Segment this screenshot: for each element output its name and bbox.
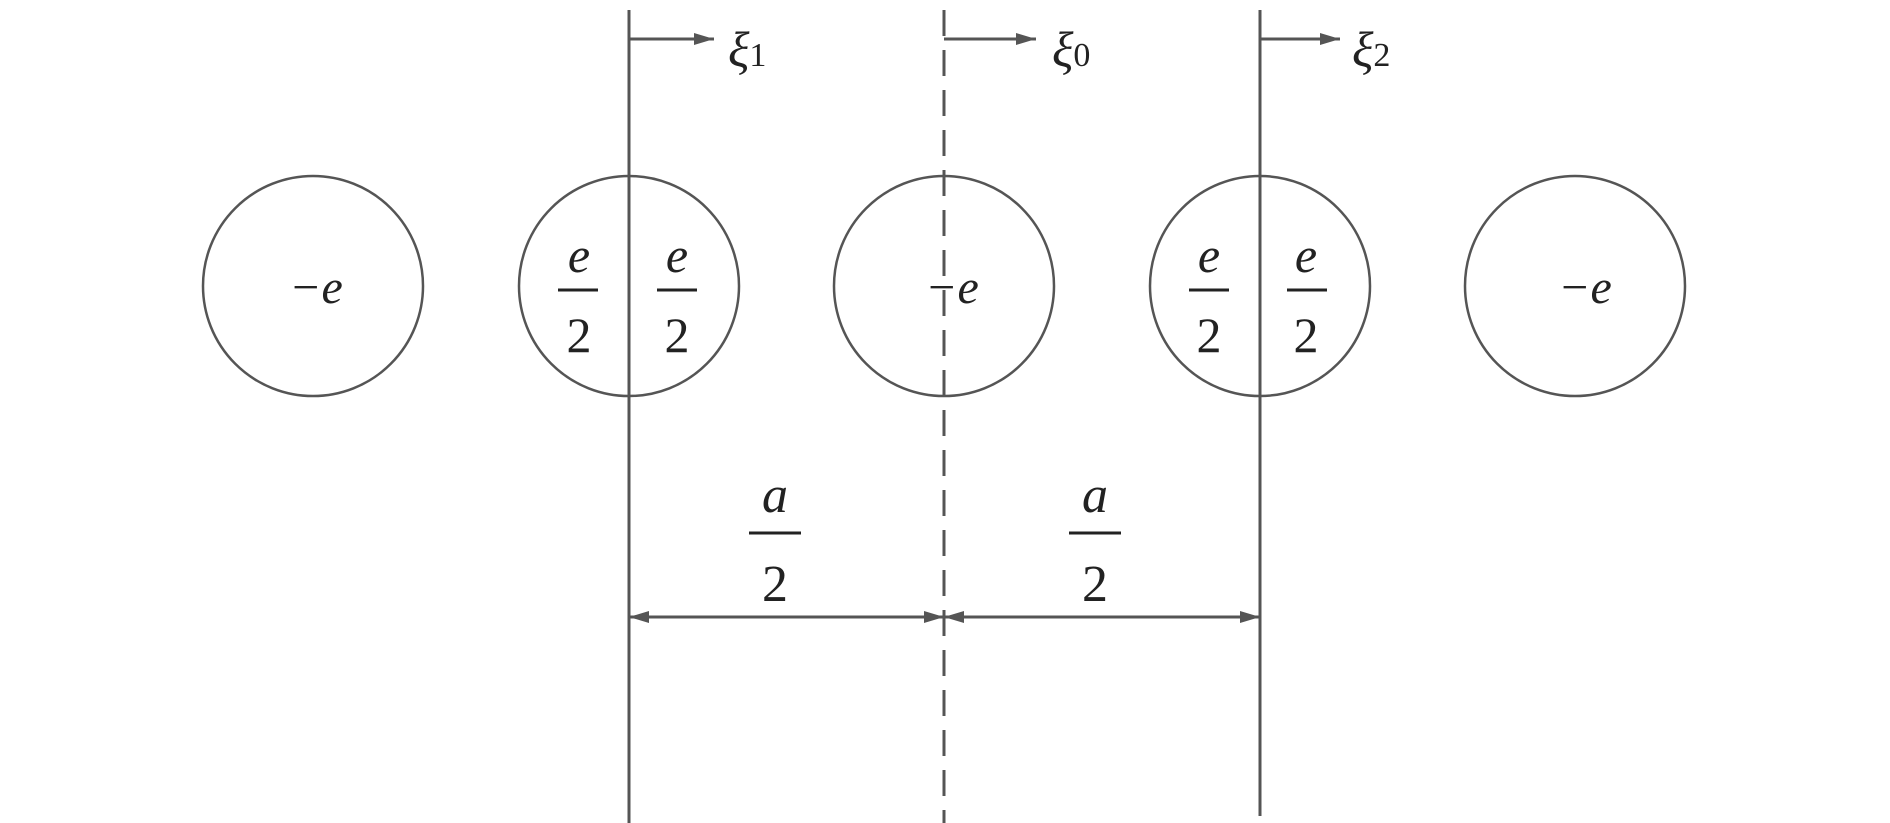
charge-circle-split-1	[517, 174, 741, 398]
half-charge-denominator: 2	[665, 307, 690, 363]
negative-charge-label: −e	[289, 261, 343, 314]
half-charge-numerator: e	[1295, 227, 1317, 283]
plane-subscript: 1	[749, 37, 766, 74]
spacing-numerator-left: a	[762, 467, 788, 524]
plane-label-xi1: ξ1	[728, 21, 766, 77]
half-charge-denominator: 2	[1197, 307, 1222, 363]
plane-subscript: 2	[1373, 37, 1390, 74]
half-charge-denominator: 2	[567, 307, 592, 363]
half-charge-denominator: 2	[1294, 307, 1319, 363]
plane-subscript: 0	[1073, 37, 1090, 74]
plane-label-xi2: ξ2	[1352, 21, 1390, 77]
spacing-numerator-right: a	[1082, 467, 1108, 524]
plane-label-xi0: ξ0	[1052, 21, 1090, 77]
plane-symbol: ξ	[1052, 21, 1074, 77]
half-charge-numerator: e	[568, 227, 590, 283]
plane-symbol: ξ	[728, 21, 750, 77]
charge-circle-negative-3	[1463, 174, 1687, 398]
half-charge-numerator: e	[1198, 227, 1220, 283]
plane-symbol: ξ	[1352, 21, 1374, 77]
half-charge-numerator: e	[666, 227, 688, 283]
negative-charge-label: −e	[925, 261, 979, 314]
negative-charge-label: −e	[1558, 261, 1612, 314]
charge-circle-split-2	[1148, 174, 1372, 398]
charge-circle-negative-1	[201, 174, 425, 398]
spacing-denominator-right: 2	[1082, 556, 1108, 613]
spacing-denominator-left: 2	[762, 556, 788, 613]
charge-circle-negative-2	[832, 174, 1056, 398]
